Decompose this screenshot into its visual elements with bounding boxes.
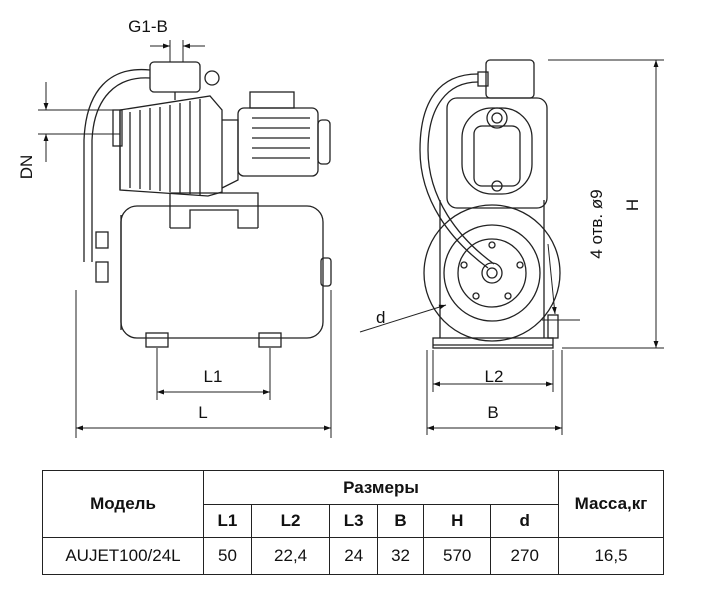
sizes-header: Размеры <box>203 470 559 505</box>
l-label: L <box>198 403 207 422</box>
front-hose <box>419 73 495 269</box>
mass-cell: 16,5 <box>558 537 664 575</box>
front-tank <box>423 200 561 342</box>
subheader-l3: L3 <box>329 504 379 538</box>
technical-drawing: G1-B DN L1 L <box>17 17 664 438</box>
front-base <box>432 314 559 349</box>
subheader-d: d <box>490 504 559 538</box>
model-cell: AUJET100/24L <box>42 537 204 575</box>
subheader-b: B <box>377 504 424 538</box>
holes-label: 4 отв. ø9 <box>587 189 606 258</box>
g1b-label: G1-B <box>128 17 168 36</box>
l2-label: L2 <box>485 367 504 386</box>
subheader-l2: L2 <box>250 504 331 538</box>
h-label: H <box>623 199 642 211</box>
pressure-switch <box>149 61 220 100</box>
table-row: AUJET100/24L 50 22,4 24 32 570 270 16,5 <box>42 537 664 575</box>
mass-header: Масса,кг <box>558 470 664 538</box>
b-label: B <box>487 403 498 422</box>
front-view <box>419 59 561 349</box>
subheader-h: H <box>422 504 492 538</box>
value-h-cell: 570 <box>422 537 492 575</box>
model-header: Модель <box>42 470 204 538</box>
motor <box>237 91 331 177</box>
value-l3-cell: 24 <box>329 537 379 575</box>
front-housing <box>446 59 548 209</box>
side-dimensions <box>38 40 332 438</box>
d-label: d <box>376 308 385 327</box>
value-b-cell: 32 <box>377 537 424 575</box>
value-d-cell: 270 <box>490 537 559 575</box>
pump-body <box>112 95 239 197</box>
spec-table: Модель Размеры Масса,кг L1 L2 L3 B H d A… <box>42 470 664 575</box>
subheader-l1: L1 <box>203 504 252 538</box>
l1-label: L1 <box>204 367 223 386</box>
tank <box>120 192 332 348</box>
value-l2-cell: 22,4 <box>250 537 331 575</box>
dn-label: DN <box>17 155 36 180</box>
value-l1-cell: 50 <box>203 537 252 575</box>
front-dimensions <box>359 59 664 435</box>
side-view <box>83 61 332 348</box>
